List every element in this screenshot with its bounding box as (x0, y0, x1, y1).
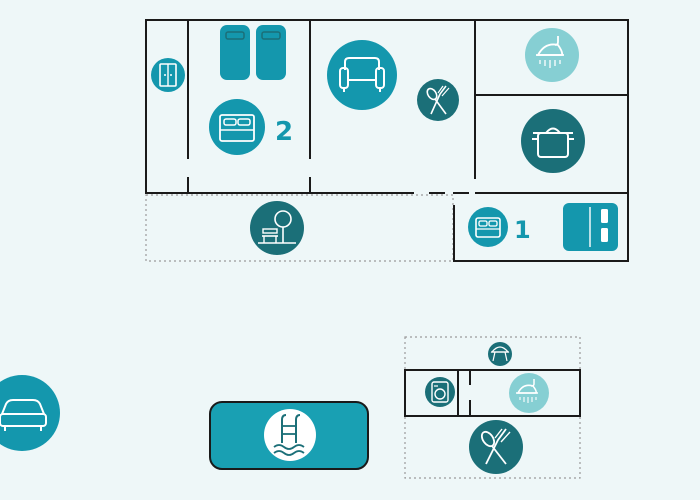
single-bed-icon (220, 25, 250, 80)
bbq-grill-icon (488, 342, 512, 366)
cutlery-icon (469, 420, 523, 474)
car-icon (0, 375, 60, 451)
pool-ladder-icon (264, 409, 316, 461)
shower-icon (509, 373, 549, 413)
washing-machine-icon (425, 377, 455, 407)
twin-beds-icon (563, 203, 618, 251)
double-bed-icon (468, 207, 508, 247)
bedroom-2-number: 2 (275, 117, 293, 147)
outbuilding-walls (404, 369, 581, 417)
cutlery-icon (417, 79, 459, 121)
main-house-walls (145, 19, 629, 262)
wardrobe-icon (151, 58, 185, 92)
armchair-icon (327, 40, 397, 110)
single-bed-icon (256, 25, 286, 80)
bedroom-1-number: 1 (514, 216, 531, 244)
garden-bench-icon (250, 201, 304, 255)
double-bed-icon (209, 99, 265, 155)
shower-icon (525, 28, 579, 82)
cooking-pot-icon (521, 109, 585, 173)
